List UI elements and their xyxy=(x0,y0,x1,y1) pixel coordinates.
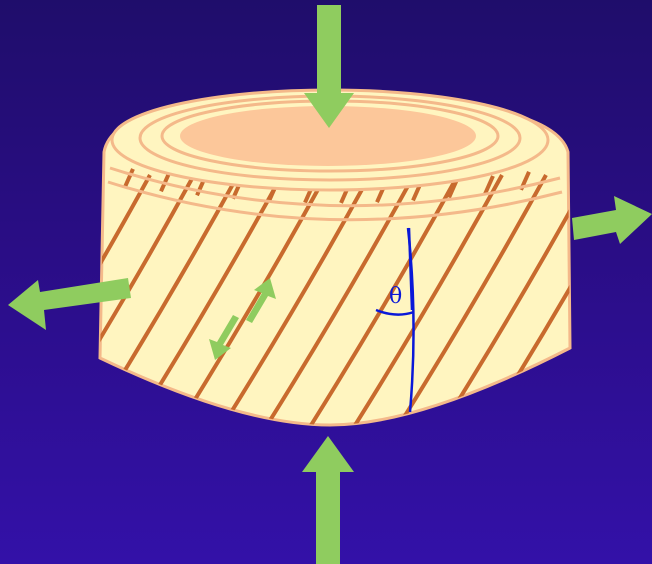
angle-label: θ xyxy=(389,284,402,309)
double-arrow-icon xyxy=(209,278,276,360)
arrow-up-icon xyxy=(302,436,354,564)
angle-cord-line xyxy=(407,227,414,311)
arrow-left-icon xyxy=(8,278,131,330)
cord-stripe xyxy=(306,174,460,425)
tire-rim xyxy=(180,106,476,166)
arrow-down-icon xyxy=(304,5,354,128)
cord-stripe xyxy=(218,174,372,425)
cord-stripe xyxy=(100,174,152,425)
angle-arc xyxy=(375,308,415,316)
tread-chevron xyxy=(123,168,135,188)
tread-chevron xyxy=(483,175,495,195)
tread-band-line xyxy=(109,166,561,208)
cord-stripe xyxy=(394,174,548,425)
arrow-right-icon xyxy=(572,196,652,244)
cord-stripe xyxy=(100,174,196,425)
tread-chevron xyxy=(447,178,459,199)
tread-band-line-2 xyxy=(107,180,563,222)
cord-stripe xyxy=(262,174,416,425)
cord-stripe xyxy=(174,174,328,425)
